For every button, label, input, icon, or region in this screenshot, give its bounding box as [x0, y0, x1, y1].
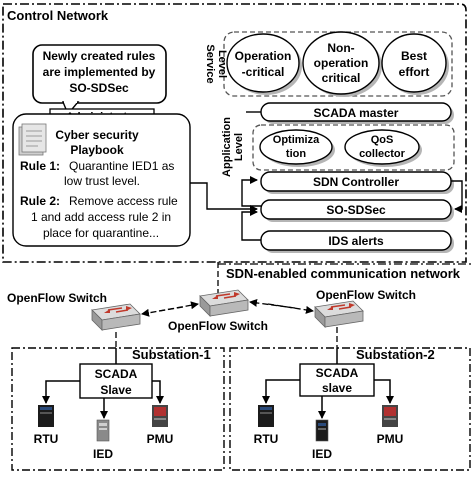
- rule1-label: Rule 1:: [20, 159, 60, 173]
- service-best-effort: Best effort: [381, 33, 449, 95]
- openflow-switch-1: [91, 303, 141, 331]
- playbook-document-icon: [18, 123, 47, 156]
- openflow-switch-2: [199, 289, 249, 317]
- svg-text:Slave: Slave: [100, 383, 132, 397]
- pmu-device-icon: [152, 405, 168, 427]
- service-non-operation-critical: Non- operation critical: [302, 31, 382, 97]
- rule2-line-1: Remove access rule: [69, 194, 178, 208]
- pmu-device-icon-2: [382, 405, 398, 427]
- service-operation-critical: Operation -critical: [226, 33, 302, 95]
- scada-slave-1: SCADA Slave: [79, 363, 153, 399]
- svg-text:slave: slave: [322, 381, 352, 395]
- application-qos-collector: QoS collector: [344, 129, 422, 167]
- rule1-line-2: low trust level.: [64, 174, 140, 188]
- rtu-device-icon: [38, 405, 54, 427]
- openflow-switch-3: [314, 300, 364, 328]
- substation-2-frame: [229, 347, 471, 471]
- svg-text:SCADA master: SCADA master: [314, 106, 399, 120]
- svg-text:Level: Level: [216, 50, 228, 78]
- control-network-border: [2, 3, 467, 263]
- callout-line-1: Newly created rules: [43, 49, 156, 63]
- application-level-label: Application Level: [221, 117, 245, 177]
- playbook-title-2: Playbook: [70, 143, 124, 157]
- svg-text:SCADA: SCADA: [316, 366, 359, 380]
- svg-text:Service: Service: [204, 44, 216, 83]
- svg-text:IDS alerts: IDS alerts: [328, 234, 384, 248]
- ied-device-icon-2: [315, 419, 329, 442]
- svg-text:Operation: Operation: [235, 49, 292, 63]
- svg-text:operation: operation: [314, 56, 369, 70]
- substation-2-links: [262, 348, 394, 419]
- playbook-title-1: Cyber security: [55, 128, 139, 142]
- ied-device-icon: [96, 419, 110, 442]
- svg-text:SCADA: SCADA: [95, 367, 138, 381]
- application-level-frame: [252, 124, 455, 171]
- svg-text:critical: critical: [322, 71, 361, 85]
- ied-label: IED: [93, 447, 113, 461]
- svg-text:SO-SDSec: SO-SDSec: [326, 203, 386, 217]
- callout-line-2: are implemented by: [43, 65, 156, 79]
- svg-text:QoS: QoS: [371, 134, 394, 146]
- substation-1-links: [42, 348, 164, 419]
- ied-label-2: IED: [312, 447, 332, 461]
- switch-1-label: OpenFlow Switch: [7, 291, 107, 305]
- switch-3-label: OpenFlow Switch: [316, 288, 416, 302]
- pmu-label: PMU: [147, 432, 174, 446]
- application-optimization: Optimiza tion: [259, 129, 335, 167]
- rtu-device-icon-2: [258, 405, 274, 427]
- rtu-label-2: RTU: [254, 432, 279, 446]
- substation-1-frame: [11, 347, 225, 471]
- substation-2-title: Substation-2: [356, 347, 435, 362]
- rule2-line-2: 1 and add access rule 2 in: [31, 210, 171, 224]
- so-sdsec-box: SO-SDSec: [260, 199, 454, 222]
- svg-text:collector: collector: [359, 148, 406, 160]
- svg-text:effort: effort: [399, 65, 430, 79]
- svg-text:Non-: Non-: [327, 41, 354, 55]
- service-level-label: Service Level: [204, 44, 228, 83]
- sdn-controller-box: SDN Controller: [260, 171, 454, 194]
- rule1-line-1: Quarantine IED1 as: [69, 159, 174, 173]
- callout-line-3: SO-SDSec: [69, 81, 129, 95]
- scada-master-box: SCADA master: [260, 102, 454, 124]
- rtu-label: RTU: [34, 432, 59, 446]
- control-network-title: Control Network: [7, 8, 109, 23]
- svg-text:tion: tion: [286, 148, 306, 160]
- switch-links: [115, 298, 338, 348]
- rule2-label: Rule 2:: [20, 194, 60, 208]
- ids-alerts-box: IDS alerts: [260, 230, 454, 253]
- callout-bubble: Newly created rules are implemented by S…: [32, 44, 167, 116]
- substation-1-title: Substation-1: [132, 347, 211, 362]
- svg-text:Application: Application: [221, 117, 233, 177]
- scada-slave-2: SCADA slave: [299, 363, 375, 397]
- pmu-label-2: PMU: [377, 432, 404, 446]
- svg-text:Optimiza: Optimiza: [273, 134, 320, 146]
- svg-text:SDN Controller: SDN Controller: [313, 175, 399, 189]
- svg-text:-critical: -critical: [242, 65, 285, 79]
- svg-text:Level: Level: [233, 133, 245, 161]
- control-arrows: [190, 111, 463, 241]
- switch-2-label: OpenFlow Switch: [168, 319, 268, 333]
- network-title: SDN-enabled communication network: [226, 266, 461, 281]
- rule2-line-3: place for quarantine...: [43, 226, 159, 240]
- playbook-panel: [12, 113, 191, 247]
- svg-text:Best: Best: [401, 49, 427, 63]
